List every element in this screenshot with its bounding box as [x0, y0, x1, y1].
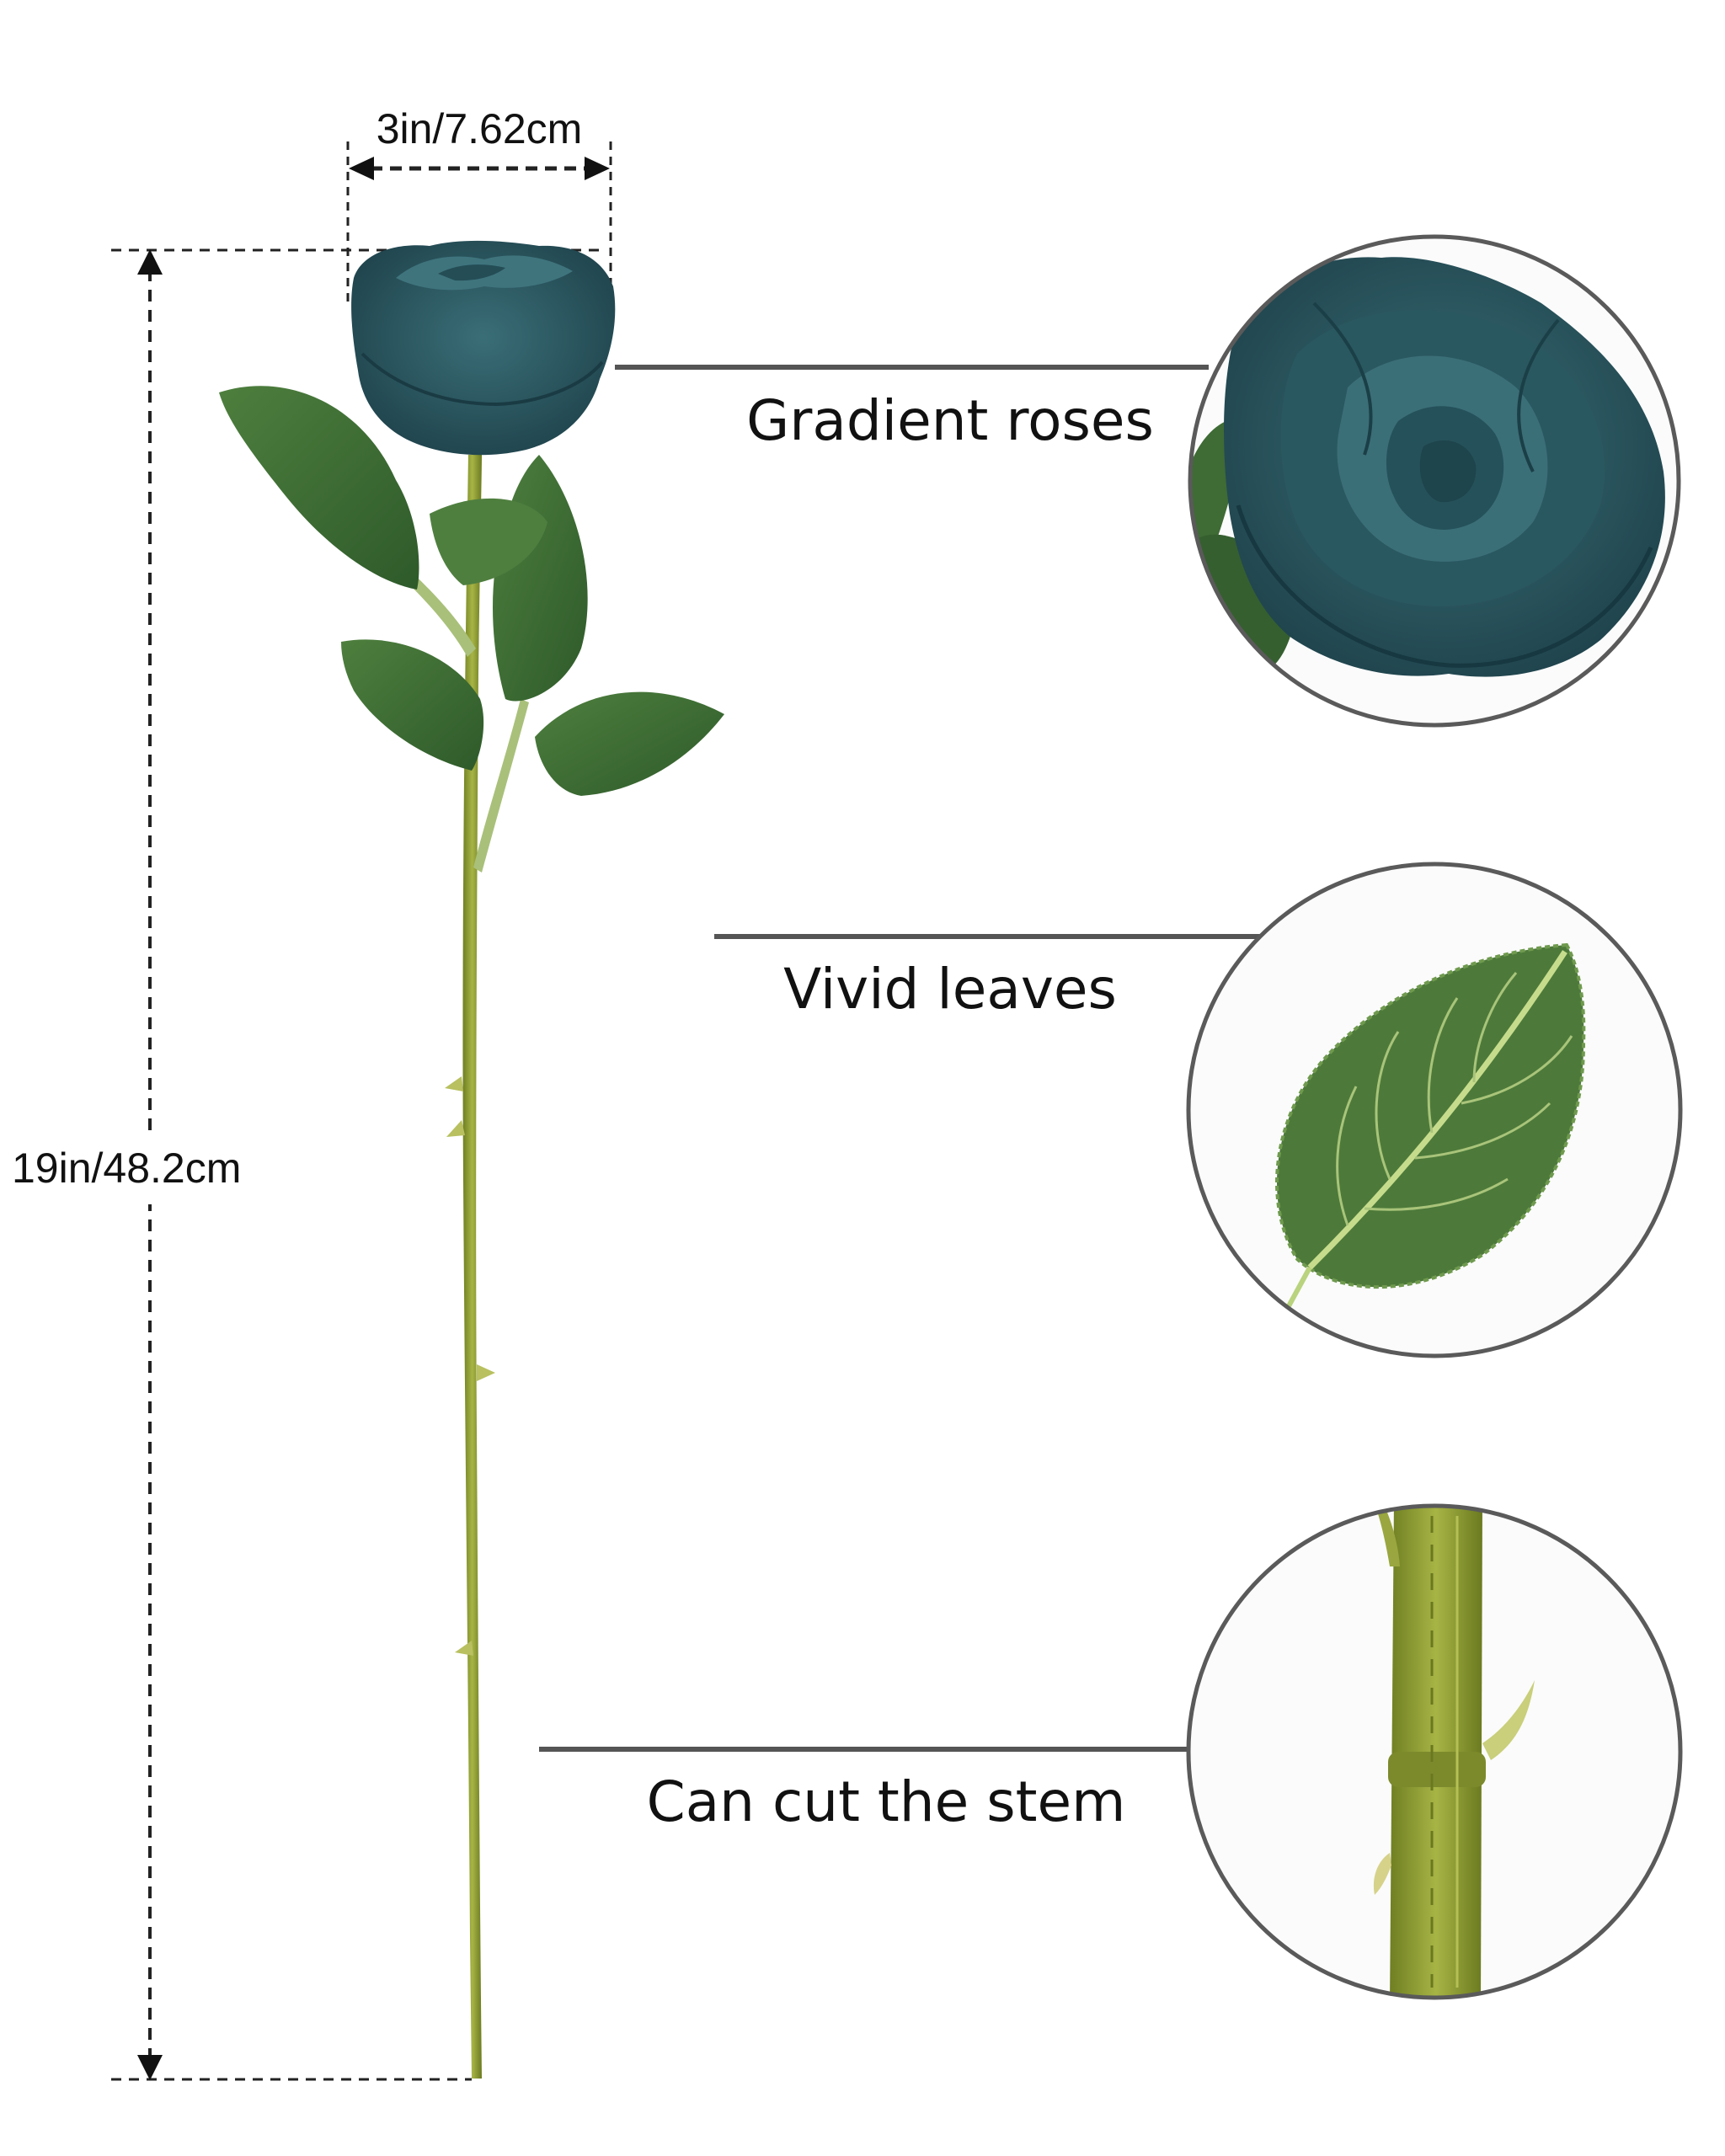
rose-petal	[438, 264, 505, 281]
leaf	[535, 691, 724, 796]
feature-label-leaf: Vivid leaves	[783, 957, 1117, 1022]
thorn	[445, 1076, 463, 1091]
width-dimension: 3in/7.62cm	[346, 105, 612, 302]
leaf	[493, 455, 588, 702]
thorn	[446, 1120, 465, 1137]
arrow-right-icon	[585, 157, 610, 180]
branch	[473, 699, 529, 873]
height-label: 19in/48.2cm	[12, 1145, 241, 1192]
thorn	[477, 1364, 495, 1381]
rose-bloom	[351, 240, 616, 456]
arrow-up-icon	[137, 249, 163, 275]
leaf	[341, 639, 484, 771]
arrow-left-icon	[349, 157, 374, 180]
width-label: 3in/7.62cm	[377, 105, 583, 152]
feature-label-rose: Gradient roses	[746, 388, 1154, 453]
thorn	[455, 1641, 473, 1656]
leaf-closeup-icon	[1186, 862, 1683, 1358]
rose-closeup-icon	[1188, 234, 1681, 728]
stem-closeup-icon	[1186, 1503, 1683, 2000]
leaf	[430, 498, 547, 585]
rose-product-photo	[219, 240, 724, 2079]
arrow-down-icon	[137, 2055, 163, 2080]
rose-petal-edge	[360, 352, 604, 407]
leaf	[219, 386, 419, 590]
height-dimension: 19in/48.2cm	[7, 248, 606, 2081]
feature-label-stem: Can cut the stem	[647, 1769, 1126, 1834]
